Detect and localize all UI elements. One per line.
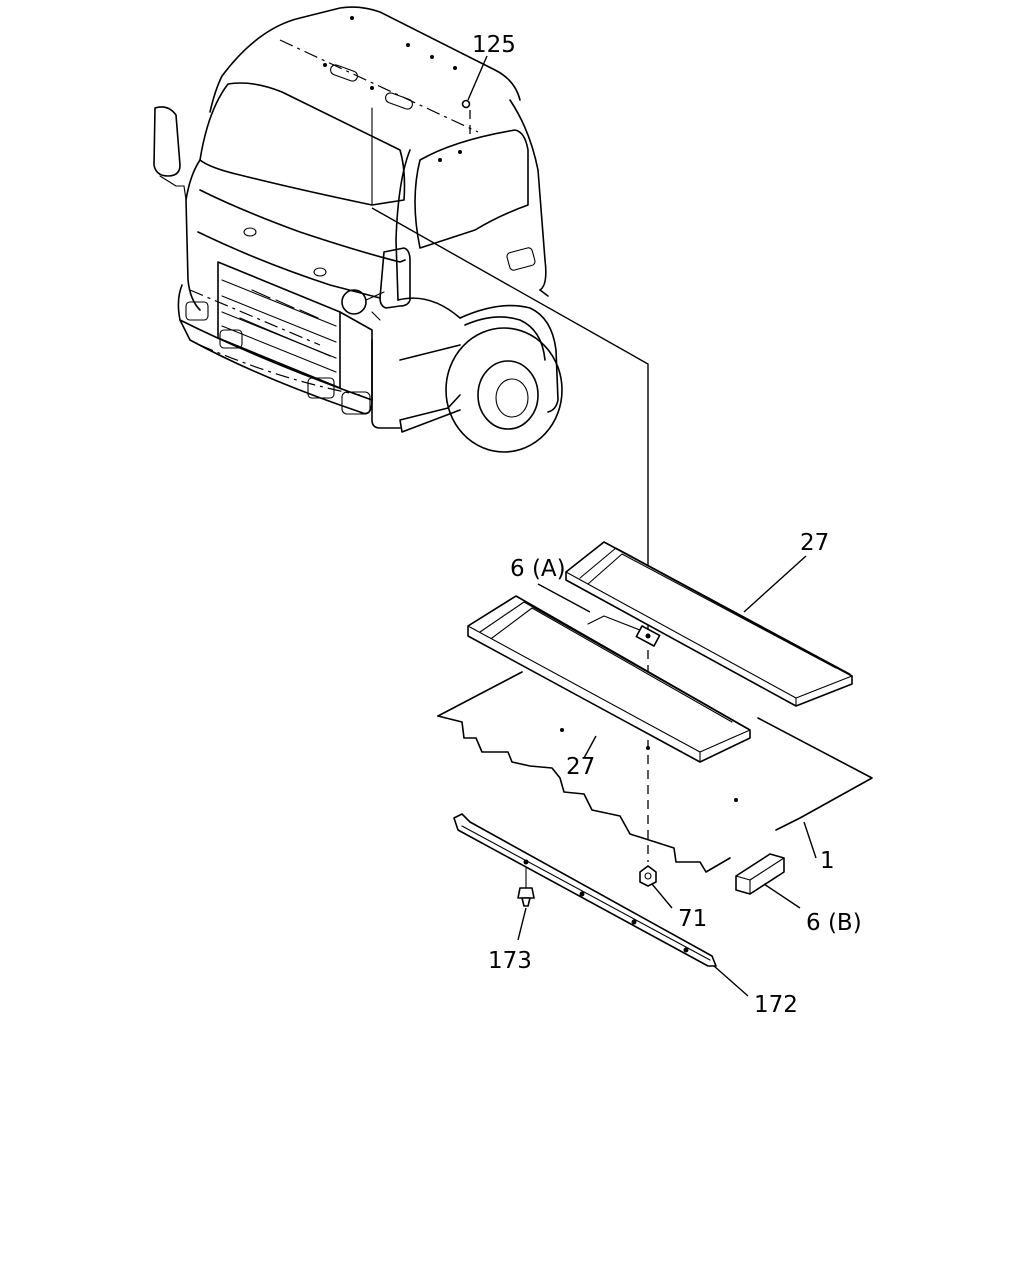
callout-172: 172 [754, 992, 798, 1018]
callout-173: 173 [488, 948, 532, 974]
floor-mat-upper [565, 541, 853, 707]
floor-insulator [437, 615, 873, 873]
pad-6b [735, 853, 785, 895]
callout-labels: 125 27 6 (A) 27 1 71 6 (B) 173 172 [472, 32, 862, 1018]
screw-173 [517, 867, 535, 907]
bolt-71 [639, 865, 657, 887]
callout-125: 125 [472, 32, 516, 58]
floor-mat-lower [467, 595, 751, 763]
callout-27-lower: 27 [566, 754, 595, 780]
callout-27-upper: 27 [800, 530, 829, 556]
callout-6a: 6 (A) [510, 556, 566, 582]
connection-lines [371, 55, 650, 862]
callout-leaders [517, 555, 817, 997]
callout-71: 71 [678, 906, 707, 932]
truck-cab [153, 6, 563, 453]
callout-6b: 6 (B) [806, 910, 862, 936]
callout-1: 1 [820, 848, 835, 874]
sill-trim [453, 813, 717, 967]
